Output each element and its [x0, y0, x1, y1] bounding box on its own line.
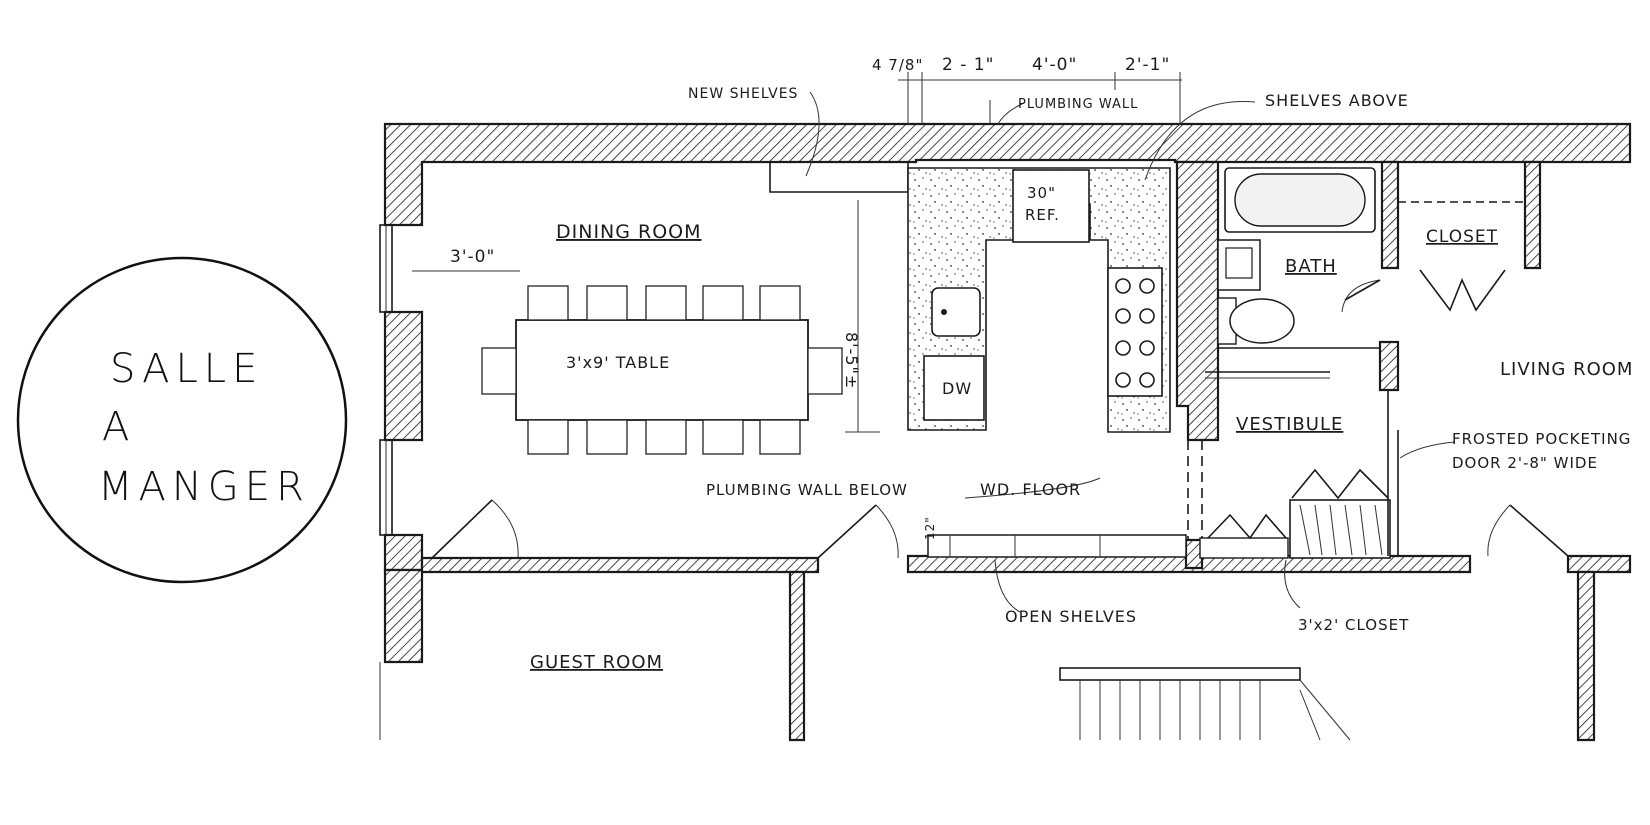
plan-labels: NEW SHELVES PLUMBING WALL SHELVES ABOVE … [566, 86, 1631, 634]
dining-table-set [481, 285, 843, 455]
closet-doors [1398, 201, 1525, 312]
label-new-shelves: NEW SHELVES [688, 86, 798, 102]
label-wd-floor: WD. FLOOR [980, 480, 1081, 499]
dimension-room-depth: 8'-5"± [842, 332, 861, 389]
label-table: 3'x9' TABLE [566, 353, 670, 372]
label-dishwasher: DW [942, 379, 972, 398]
dimension-2-1: 2 - 1" [942, 55, 994, 75]
label-open-shelves: OPEN SHELVES [1005, 607, 1137, 626]
room-bath: BATH [1285, 256, 1337, 277]
door-swings [431, 499, 1569, 559]
title-line-3: MANGER [98, 464, 310, 510]
room-dining: DINING ROOM [556, 221, 702, 243]
dimension-lines [412, 72, 1456, 613]
windows [379, 224, 393, 740]
dimension-2-1-b: 2'-1" [1125, 55, 1170, 75]
dimension-4-0: 4'-0" [1032, 55, 1077, 75]
label-shelf-depth: 12" [923, 516, 937, 540]
dimension-text: 4 7/8" 2 - 1" 4'-0" 2'-1" 3'-0" 8'-5"± [450, 55, 1170, 389]
label-ref: REF. [1025, 206, 1060, 224]
label-shelves-above: SHELVES ABOVE [1265, 91, 1409, 110]
kitchen-counters [907, 167, 1171, 433]
title-line-1: SALLE [110, 346, 263, 392]
room-closet: CLOSET [1426, 227, 1498, 247]
room-guest: GUEST ROOM [530, 652, 663, 673]
title-stamp: SALLE A MANGER [16, 256, 348, 584]
open-shelves [927, 534, 1187, 558]
stair-element [1059, 667, 1351, 741]
vestibule-elements [1187, 390, 1399, 559]
walls [383, 122, 1632, 742]
room-living: LIVING ROOM [1500, 359, 1633, 380]
new-shelves-unit [769, 162, 909, 193]
label-frosted-door-2: DOOR 2'-8" WIDE [1452, 454, 1598, 472]
label-small-closet: 3'x2' CLOSET [1298, 616, 1409, 634]
label-frosted-door-1: FROSTED POCKETING [1452, 430, 1631, 448]
bath-fixtures [1205, 167, 1381, 379]
room-vestibule: VESTIBULE [1236, 414, 1343, 435]
title-line-2: A [102, 404, 135, 450]
label-plumbing-wall: PLUMBING WALL [1018, 97, 1138, 112]
dimension-4-7-8: 4 7/8" [872, 56, 923, 74]
room-names: DINING ROOM BATH CLOSET LIVING ROOM VEST… [530, 221, 1633, 673]
label-ref-size: 30" [1027, 184, 1056, 202]
label-plumbing-wall-below: PLUMBING WALL BELOW [706, 481, 908, 499]
dimension-window-offset: 3'-0" [450, 247, 495, 267]
